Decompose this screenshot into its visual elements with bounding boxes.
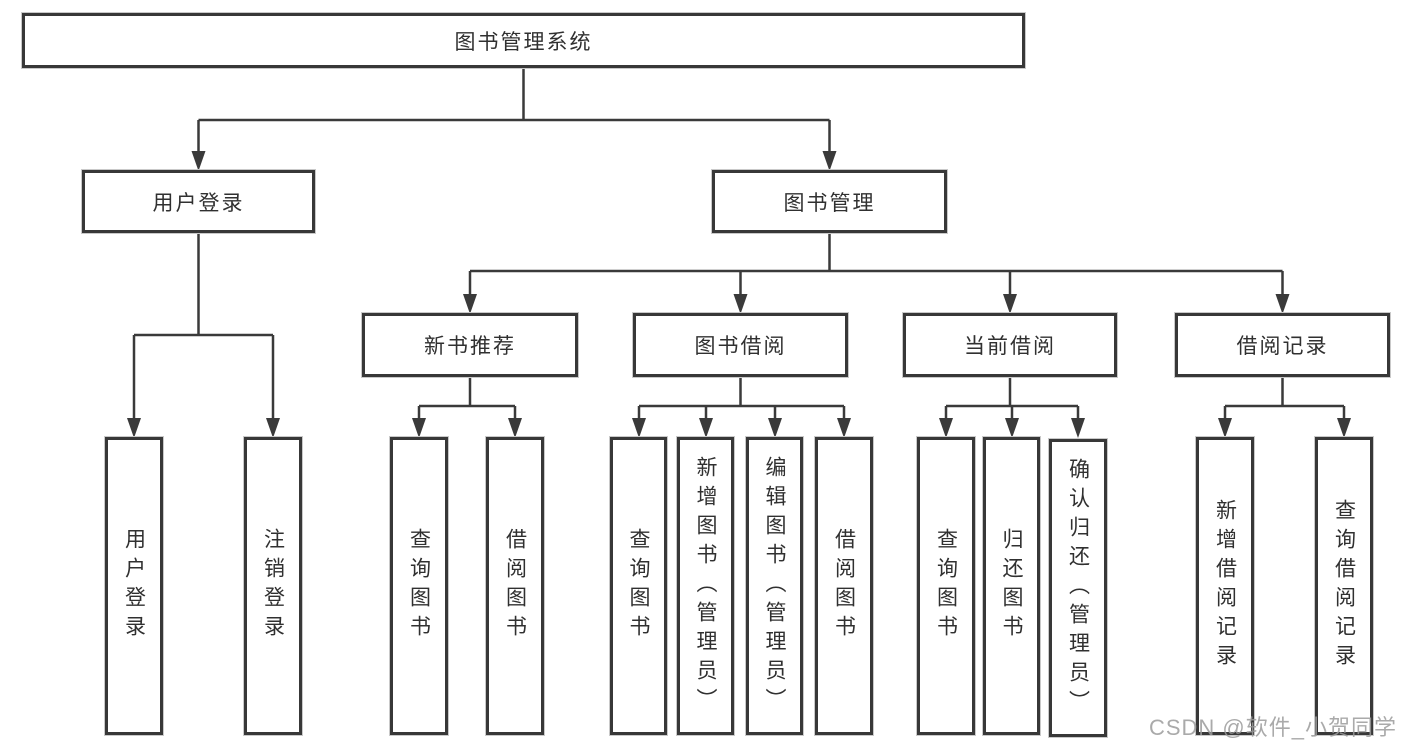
leaf-add-borrow-record: 新增借阅记录 bbox=[1196, 437, 1254, 735]
connector-new-book-to-leaves bbox=[417, 377, 517, 423]
node-root-label: 图书管理系统 bbox=[454, 30, 593, 54]
connector-root-to-level2 bbox=[197, 68, 831, 156]
leaf-query-book-3-label: 查询图书 bbox=[934, 528, 958, 644]
leaf-logout-label: 注销登录 bbox=[261, 528, 285, 644]
node-book-management: 图书管理 bbox=[712, 170, 947, 233]
leaf-confirm-return-admin: 确认归还（管理员） bbox=[1049, 439, 1107, 737]
node-book-borrow-label: 图书借阅 bbox=[694, 335, 787, 358]
leaf-query-book-1: 查询图书 bbox=[390, 437, 448, 735]
connector-borrow-record-to-leaves bbox=[1223, 377, 1346, 423]
node-user-login-label: 用户登录 bbox=[152, 191, 245, 215]
node-borrow-record: 借阅记录 bbox=[1175, 313, 1390, 377]
node-book-management-label: 图书管理 bbox=[783, 191, 876, 215]
leaf-add-book-admin-label: 新增图书（管理员） bbox=[694, 455, 717, 717]
arrow-down-icon bbox=[191, 151, 206, 171]
leaf-query-borrow-record-label: 查询借阅记录 bbox=[1332, 499, 1356, 673]
arrow-down-icon bbox=[1003, 294, 1017, 314]
node-current-borrow: 当前借阅 bbox=[903, 313, 1117, 377]
arrow-down-icon bbox=[822, 151, 837, 171]
arrow-down-icon bbox=[1275, 294, 1290, 314]
arrow-down-icon bbox=[1071, 418, 1085, 438]
leaf-query-book-2-label: 查询图书 bbox=[627, 528, 650, 644]
leaf-user-login-label: 用户登录 bbox=[122, 528, 146, 644]
csdn-watermark: CSDN @软件_小贺同学 bbox=[1148, 715, 1397, 740]
leaf-query-borrow-record: 查询借阅记录 bbox=[1315, 437, 1373, 735]
arrowheads bbox=[127, 151, 1351, 438]
leaf-borrow-book-2-label: 借阅图书 bbox=[832, 528, 856, 644]
node-current-borrow-label: 当前借阅 bbox=[964, 335, 1056, 358]
leaf-user-login: 用户登录 bbox=[105, 437, 163, 735]
connector-current-borrow-to-leaves bbox=[944, 377, 1080, 423]
node-root: 图书管理系统 bbox=[22, 13, 1025, 68]
node-new-book-recommend: 新书推荐 bbox=[362, 313, 578, 377]
leaf-return-book-label: 归还图书 bbox=[1000, 528, 1023, 644]
leaf-logout: 注销登录 bbox=[244, 437, 302, 735]
leaf-borrow-book-1-label: 借阅图书 bbox=[503, 528, 527, 644]
arrow-down-icon bbox=[733, 294, 748, 314]
arrow-down-icon bbox=[508, 418, 522, 438]
leaf-confirm-return-admin-label: 确认归还（管理员） bbox=[1066, 457, 1090, 719]
leaf-add-book-admin: 新增图书（管理员） bbox=[677, 437, 734, 735]
arrow-down-icon bbox=[127, 418, 141, 438]
node-user-login: 用户登录 bbox=[82, 170, 315, 233]
node-book-borrow: 图书借阅 bbox=[633, 313, 848, 377]
arrow-down-icon bbox=[412, 418, 426, 438]
arrow-down-icon bbox=[1337, 418, 1351, 438]
leaf-query-book-3: 查询图书 bbox=[917, 437, 975, 735]
arrow-down-icon bbox=[463, 294, 477, 314]
arrow-down-icon bbox=[837, 418, 851, 438]
arrow-down-icon bbox=[768, 418, 782, 438]
node-borrow-record-label: 借阅记录 bbox=[1236, 335, 1329, 358]
arrow-down-icon bbox=[266, 418, 280, 438]
leaf-return-book: 归还图书 bbox=[983, 437, 1040, 735]
connector-book-mgmt-to-level3 bbox=[468, 233, 1284, 299]
arrow-down-icon bbox=[1005, 418, 1019, 438]
leaf-add-borrow-record-label: 新增借阅记录 bbox=[1213, 499, 1237, 673]
leaf-edit-book-admin-label: 编辑图书（管理员） bbox=[763, 455, 786, 717]
leaf-borrow-book-2: 借阅图书 bbox=[815, 437, 873, 735]
connector-user-login-to-leaves bbox=[132, 233, 275, 423]
leaf-query-book-1-label: 查询图书 bbox=[407, 528, 431, 644]
connector-book-borrow-to-leaves bbox=[637, 377, 846, 423]
arrow-down-icon bbox=[1218, 418, 1232, 438]
arrow-down-icon bbox=[939, 418, 953, 438]
leaf-edit-book-admin: 编辑图书（管理员） bbox=[746, 437, 803, 735]
node-new-book-recommend-label: 新书推荐 bbox=[424, 335, 516, 358]
leaf-query-book-2: 查询图书 bbox=[610, 437, 667, 735]
arrow-down-icon bbox=[699, 418, 713, 438]
leaf-borrow-book-1: 借阅图书 bbox=[486, 437, 544, 735]
arrow-down-icon bbox=[632, 418, 646, 438]
